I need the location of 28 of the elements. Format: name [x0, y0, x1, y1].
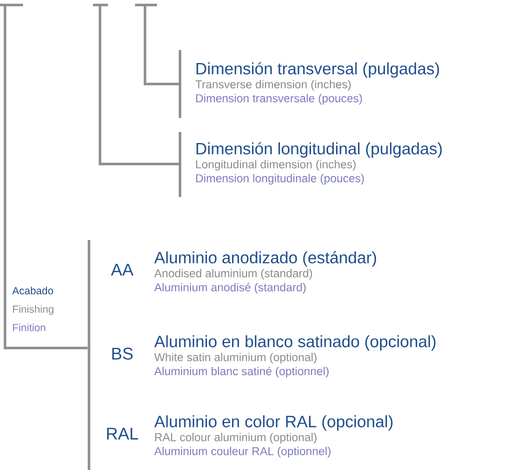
- subheading-text: Dimension longitudinale (pouces): [196, 174, 364, 185]
- option-code: BS: [112, 348, 133, 360]
- subheading-text: White satin aluminium (optional): [154, 352, 316, 364]
- subheading-text: Aluminium couleur RAL (optionnel): [154, 446, 330, 458]
- subheading-text: Transverse dimension (inches): [195, 80, 351, 91]
- heading-text: Aluminio en blanco satinado (opcional): [154, 335, 436, 351]
- subheading-text: Longitudinal dimension (inches): [196, 160, 356, 171]
- heading-text: Dimensión longitudinal (pulgadas): [196, 142, 442, 158]
- label-text: Finishing: [13, 305, 54, 315]
- subheading-text: Dimension transversale (pouces): [196, 94, 362, 105]
- bar-mark: [0, 4, 23, 6]
- bracket-line: [88, 240, 90, 470]
- heading-text: Aluminio en color RAL (opcional): [154, 415, 392, 431]
- subheading-text: Anodised aluminium (standard): [154, 268, 312, 280]
- heading-text: Dimensión transversal (pulgadas): [196, 62, 439, 78]
- heading-text: Aluminio anodizado (estándar): [154, 251, 376, 267]
- connector-line: [4, 5, 88, 350]
- bar-mark: [93, 4, 108, 6]
- connector-line: [144, 5, 180, 86]
- label-text: Acabado: [12, 286, 54, 294]
- option-code: RAL: [107, 428, 138, 440]
- connector-line: [98, 5, 180, 166]
- subheading-text: Aluminium blanc satiné (optionnel): [154, 366, 329, 378]
- subheading-text: Aluminium anodisé (standard): [154, 282, 306, 294]
- label-text: Finition: [13, 324, 46, 332]
- subheading-text: RAL colour aluminium (optional): [155, 432, 316, 444]
- option-code: AA: [110, 264, 134, 276]
- bar-mark: [135, 4, 157, 6]
